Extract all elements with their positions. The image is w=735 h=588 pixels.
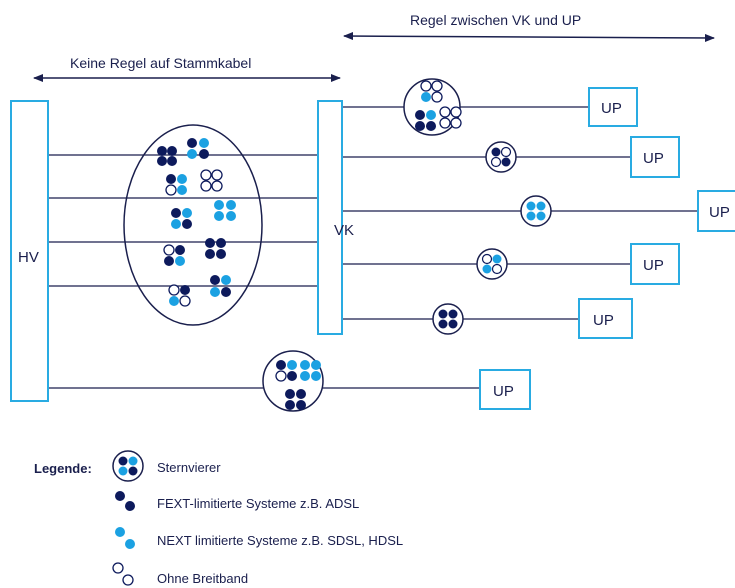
arrow-regel-vk-up xyxy=(343,32,715,42)
legend-ohne: Ohne Breitband xyxy=(157,571,248,586)
up-box-3: UP xyxy=(697,190,735,232)
svg-text:UP: UP xyxy=(643,257,664,274)
up-box-5: UP xyxy=(578,298,633,339)
legend-sternvierer-icon xyxy=(112,450,144,482)
legend-title: Legende: xyxy=(34,461,92,476)
distribution-lines xyxy=(342,106,698,320)
quad-group-trunk xyxy=(157,138,236,307)
svg-text:UP: UP xyxy=(709,204,730,221)
hv-box xyxy=(10,100,49,402)
label-regel-vk-up: Regel zwischen VK und UP xyxy=(410,12,581,28)
svg-text:UP: UP xyxy=(643,150,664,167)
svg-text:UP: UP xyxy=(493,383,514,400)
cable-circle-1 xyxy=(403,78,462,136)
hv-label: HV xyxy=(18,249,39,266)
legend-fext: FEXT-limitierte Systeme z.B. ADSL xyxy=(157,496,359,511)
cable-circle-5 xyxy=(432,303,464,335)
up-box-2: UP xyxy=(630,136,680,178)
vk-box xyxy=(317,100,343,335)
up-box-6: UP xyxy=(479,369,531,410)
cable-circle-3 xyxy=(520,195,552,227)
cable-circle-2 xyxy=(485,141,517,173)
legend-next: NEXT limitierte Systeme z.B. SDSL, HDSL xyxy=(157,533,403,548)
trunk-cable-ellipse xyxy=(123,124,263,326)
legend-next-icon xyxy=(115,527,135,549)
up-box-1: UP xyxy=(588,87,638,127)
vk-label: VK xyxy=(334,222,354,239)
legend: Legende: Sternvierer FEXT-limitierte Sys… xyxy=(34,450,403,586)
trunk-lines xyxy=(48,154,480,389)
svg-text:UP: UP xyxy=(593,312,614,329)
cable-circle-4 xyxy=(476,248,508,280)
label-keine-regel: Keine Regel auf Stammkabel xyxy=(70,55,251,71)
legend-sternvierer: Sternvierer xyxy=(157,460,221,475)
legend-ohne-icon xyxy=(112,562,134,586)
svg-text:UP: UP xyxy=(601,100,622,117)
up-box-4: UP xyxy=(630,243,680,285)
cable-circle-6 xyxy=(262,350,324,412)
legend-fext-icon xyxy=(115,491,135,511)
